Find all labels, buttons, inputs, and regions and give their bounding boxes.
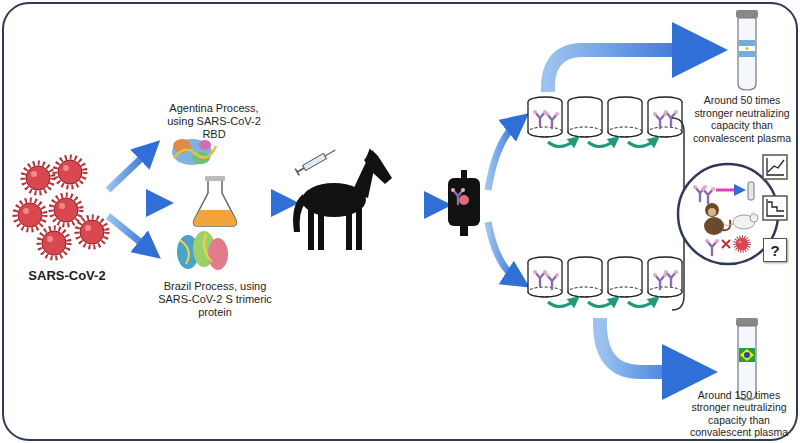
process-label: Brazil Process, using SARS-CoV-2 S trime… <box>150 280 280 320</box>
result-note: Around 50 times stronger neutralizing ca… <box>690 94 794 144</box>
box-text: ? <box>770 242 779 259</box>
process-label: Agentina Process, using SARS-CoV-2 RBD <box>158 102 270 142</box>
result-note: Around 150 times stronger neutralizing c… <box>684 389 794 439</box>
icon-box: ? <box>763 238 787 262</box>
virus-label: SARS-CoV-2 <box>22 268 112 284</box>
